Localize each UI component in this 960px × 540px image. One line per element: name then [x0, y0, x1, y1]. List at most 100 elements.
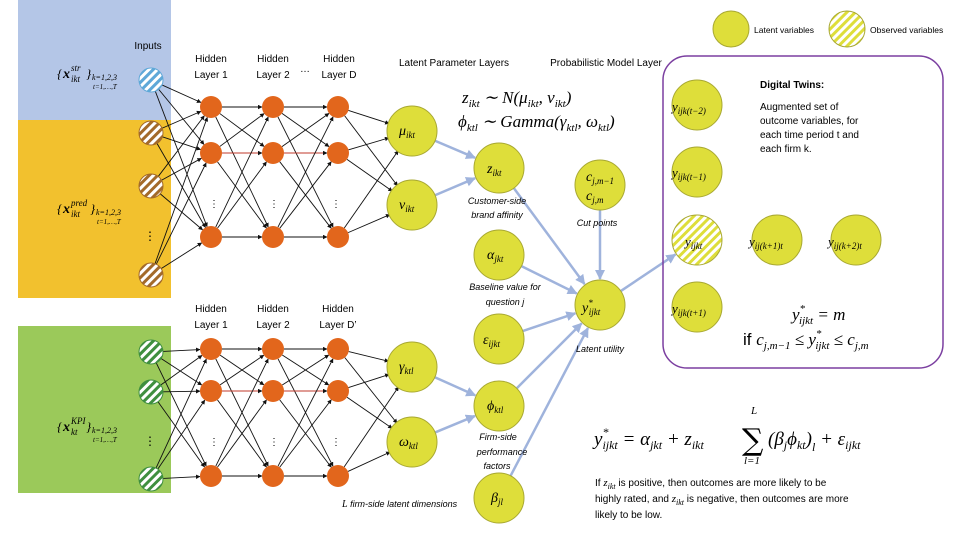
network-edge	[346, 396, 393, 429]
inputs-kpi-ellipsis: ⋮	[144, 434, 156, 448]
inputs-kpi-math: { x KPI kt } k=1,2,3 t=1,…,T	[57, 416, 118, 444]
edge-alpha-to-ystar	[520, 264, 578, 295]
edge-epsilon-to-ystar	[522, 311, 577, 333]
svg-text:γktl: γktl	[399, 360, 414, 376]
latent-parameter-layers-title: Latent Parameter Layers	[399, 58, 509, 69]
hidden-node	[262, 96, 284, 118]
observed-input-node-pred	[138, 120, 164, 146]
ystar-label: y	[580, 301, 589, 316]
svg-text:yijkt: yijkt	[683, 234, 703, 251]
network-edge	[160, 242, 203, 269]
input-superscript: str	[71, 63, 81, 73]
latent-variable-node	[473, 313, 525, 365]
y-t-2-label: y	[670, 99, 678, 114]
edge-mu-to-z	[434, 139, 476, 159]
svg-text:If zikt is positive, then outc: If zikt is positive, then outcomes are m…	[595, 477, 827, 491]
observed-input-node-pred	[138, 173, 164, 199]
summation-symbol: ∑	[742, 423, 764, 458]
hidden-node	[262, 380, 284, 402]
input-superscript: pred	[70, 198, 88, 208]
network-edge	[281, 112, 330, 148]
svg-text:highly rated, and zikt is nega: highly rated, and zikt is negative, then…	[595, 493, 849, 507]
network-edge	[348, 136, 390, 151]
hidden-layer-d-label-line1: Hidden	[323, 54, 355, 65]
observed-input-node-str	[138, 67, 164, 93]
hidden-node	[327, 465, 349, 487]
inputs-str-math: { x str ikt } k=1,2,3 t=1,…,T	[57, 63, 118, 91]
hidden-layer-1-label-line2: Layer 1	[194, 70, 228, 81]
inputs-str-panel	[18, 0, 171, 120]
svg-text:if cj,m−1 ≤ y*ijkt ≤ cj,m: if cj,m−1 ≤ y*ijkt ≤ cj,m	[743, 328, 869, 352]
interpretation-text: If zikt is positive, then outcomes are m…	[595, 477, 849, 521]
hidden-layer-2-label-line1: Hidden	[257, 304, 289, 315]
network-edge	[160, 355, 203, 386]
firm-side-caption-3: factors	[483, 461, 511, 471]
hidden-ellipsis: ⋮	[209, 199, 219, 210]
latent-utility-caption: Latent utility	[576, 344, 625, 354]
legend: Latent variables Observed variables	[712, 10, 943, 48]
edge-ystar-to-y	[620, 253, 677, 293]
network-edge	[161, 84, 202, 103]
customer-side-caption-2: brand affinity	[471, 210, 523, 220]
hidden-layer-dprime-label-line1: Hidden	[322, 304, 354, 315]
input-index-t: t=1,…,T	[93, 83, 118, 91]
input-index-k: k=1,2,3	[92, 426, 117, 435]
network-edge	[215, 116, 269, 228]
svg-text:zikt∼ N(μikt, νikt): zikt∼ N(μikt, νikt)	[461, 88, 572, 110]
network-edge	[348, 373, 390, 389]
beta-label: β	[490, 491, 498, 506]
network-edge	[155, 162, 207, 265]
network-edge	[346, 158, 393, 192]
network-edge	[162, 389, 201, 394]
summation-upper: L	[750, 405, 757, 417]
brace-close: }	[86, 419, 92, 434]
brace-open: {	[57, 419, 63, 434]
svg-text:yij(k+2)t: yij(k+2)t	[826, 234, 862, 251]
input-superscript: KPI	[70, 416, 87, 426]
phi-label: ϕ	[487, 399, 494, 414]
distribution-phi: ϕktl∼ Gamma(γktl, ωktl)	[458, 112, 615, 134]
observed-input-node-kpi	[138, 339, 164, 365]
latent-variable-node	[574, 279, 626, 331]
network-edge	[159, 193, 203, 231]
network-edge	[347, 451, 391, 472]
y-t-1-label: y	[670, 165, 678, 180]
network-edge	[154, 91, 208, 228]
input-index-k: k=1,2,3	[92, 73, 117, 82]
network-edge	[343, 386, 399, 468]
hidden-layer-nodes	[200, 96, 349, 487]
svg-text:ωktl: ωktl	[399, 435, 418, 451]
observed-input-node-pred	[138, 262, 164, 288]
latent-variable-node	[386, 416, 438, 468]
hidden-ellipsis: ⋮	[209, 437, 219, 448]
latent-variable-node	[473, 229, 525, 281]
gamma-label: γ	[399, 360, 405, 375]
latent-variable-node	[386, 341, 438, 393]
network-edge	[348, 351, 390, 363]
input-symbol: x	[62, 420, 70, 435]
firm-side-caption-2: performance	[476, 447, 528, 457]
inputs-pred-math: { x pred ikt } k=1,2,3 t=1,…,T	[57, 198, 122, 226]
nu-label: ν	[399, 198, 406, 213]
inputs-pred-ellipsis: ⋮	[144, 229, 156, 243]
svg-text:y*ijkt = αjkt + zikt: y*ijkt = αjkt + zikt	[592, 425, 704, 452]
digital-twins-desc-line: each time period t and	[760, 130, 859, 141]
latent-variable-node	[473, 142, 525, 194]
input-subscript: kt	[71, 427, 78, 437]
hidden-ellipsis: ⋮	[269, 199, 279, 210]
svg-text:ϕktl: ϕktl	[487, 399, 504, 415]
z-label: z	[486, 162, 493, 177]
digital-twin-node-labels: yijk(t−2) yijk(t−1) yijkt yij(k+1)t yij(…	[670, 99, 862, 318]
digital-twins-desc-line: outcome variables, for	[760, 116, 859, 127]
cut-points-caption: Cut points	[577, 218, 618, 228]
y-k-2-label: y	[826, 234, 834, 249]
hidden-node	[327, 96, 349, 118]
latent-node-labels: μikt νikt γktl ωktl zikt αjkt εijkt ϕktl…	[398, 124, 614, 507]
hidden-node	[262, 465, 284, 487]
network-edge	[217, 161, 267, 229]
svg-text:νikt: νikt	[399, 198, 415, 214]
network-edge	[157, 115, 205, 177]
svg-text:yijk(t−1): yijk(t−1)	[670, 165, 706, 182]
svg-text:cj,m−1: cj,m−1	[586, 170, 614, 186]
